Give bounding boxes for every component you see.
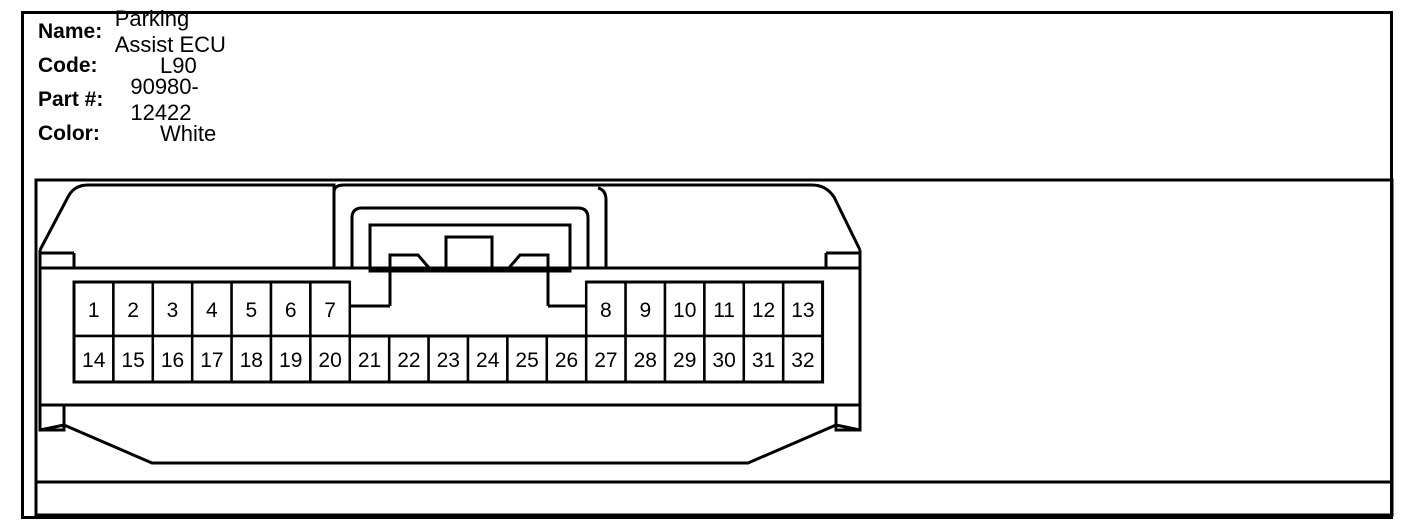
pin-label-22: 22 [397, 349, 420, 372]
part-row: Part #: 90980-12422 [38, 74, 229, 125]
pin-label-18: 18 [240, 349, 263, 372]
diagram-frame [21, 11, 1393, 519]
pin-label-16: 16 [161, 349, 184, 372]
pin-label-24: 24 [476, 349, 500, 372]
pin-label-9: 9 [639, 299, 651, 322]
pin-label-5: 5 [245, 299, 257, 322]
part-value: 90980-12422 [130, 74, 199, 125]
connector-housing [38, 183, 862, 465]
pin-cell-7 [309, 280, 352, 338]
pin-cell-16 [151, 334, 194, 384]
pin-label-1: 1 [88, 299, 100, 322]
pin-label-28: 28 [634, 349, 657, 372]
pin-cell-8 [584, 280, 627, 338]
pin-label-27: 27 [594, 349, 617, 372]
pin-label-26: 26 [555, 349, 578, 372]
pin-label-10: 10 [673, 299, 696, 322]
pin-label-19: 19 [279, 349, 302, 372]
pin-label-29: 29 [673, 349, 696, 372]
color-value: White [160, 121, 217, 146]
pin-label-17: 17 [200, 349, 223, 372]
pin-grid-outline [72, 280, 825, 384]
pin-label-6: 6 [285, 299, 297, 322]
pin-label-13: 13 [791, 299, 814, 322]
pin-label-14: 14 [82, 349, 106, 372]
pin-label-4: 4 [206, 299, 218, 322]
pin-label-20: 20 [318, 349, 341, 372]
pin-label-21: 21 [358, 349, 381, 372]
pin-label-8: 8 [600, 299, 612, 322]
pin-label-23: 23 [437, 349, 460, 372]
color-row: Color: White [38, 119, 216, 149]
code-label: Code: [38, 54, 98, 77]
name-row: Name: Parking Assist ECU [38, 6, 235, 57]
color-label: Color: [38, 122, 100, 145]
pin-label-11: 11 [713, 299, 735, 322]
pin-label-30: 30 [712, 349, 735, 372]
name-label: Name: [38, 20, 103, 43]
pin-label-12: 12 [752, 299, 775, 322]
code-row: Code: L90 [38, 51, 197, 81]
connector-panel [34, 178, 1394, 517]
pin-cell-20 [309, 334, 352, 384]
connector-latch [350, 223, 588, 308]
code-value: L90 [160, 53, 197, 78]
pin-label-32: 32 [791, 349, 814, 372]
pin-label-25: 25 [515, 349, 538, 372]
pin-label-15: 15 [121, 349, 144, 372]
pin-label-3: 3 [167, 299, 179, 322]
pin-label-7: 7 [324, 299, 336, 322]
name-value: Parking Assist ECU [114, 6, 226, 57]
pin-label-31: 31 [752, 349, 775, 372]
part-label: Part #: [38, 88, 104, 111]
pin-label-2: 2 [127, 299, 139, 322]
